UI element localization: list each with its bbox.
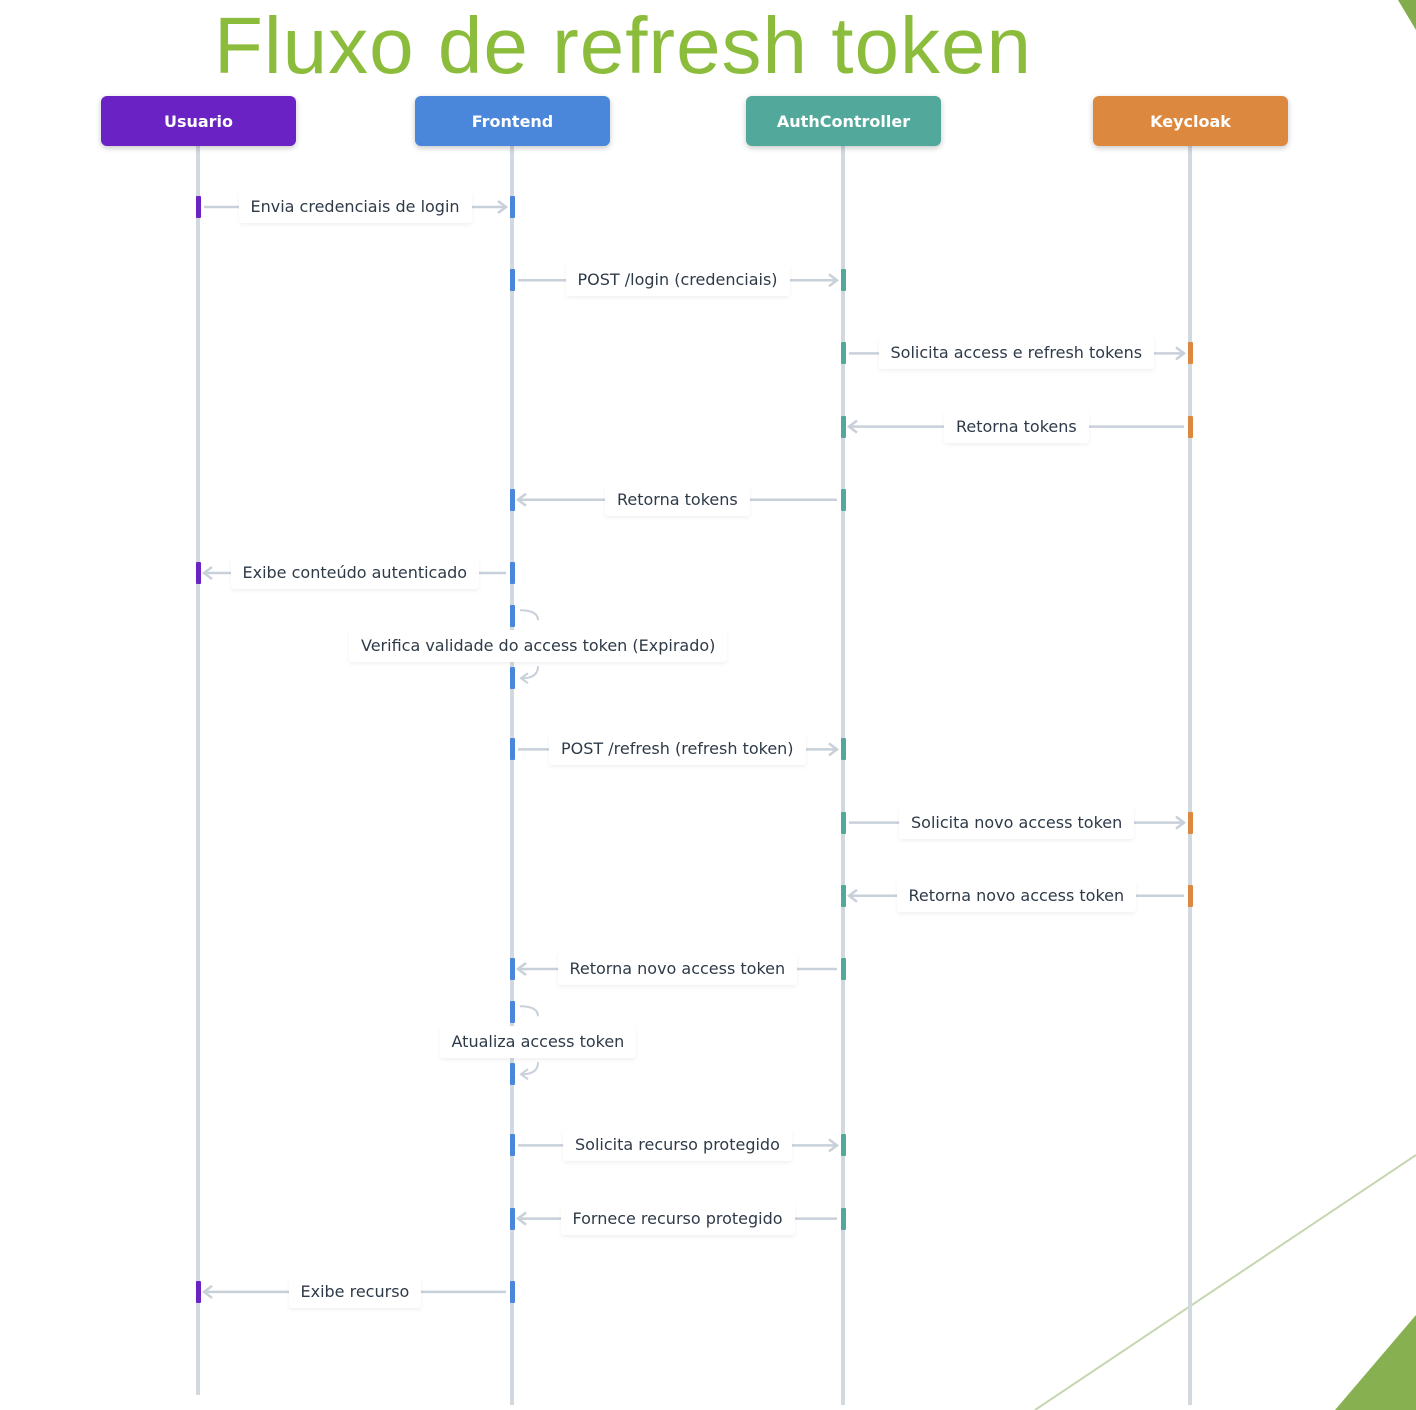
- arrow-head-9: [1175, 815, 1187, 830]
- message-label-8: POST /refresh (refresh token): [549, 733, 806, 766]
- activation-frontend-2-from: [509, 269, 515, 292]
- activation-frontend-14-to: [509, 1207, 515, 1230]
- activation-frontend-7-end: [509, 667, 515, 690]
- message-label-3: Solicita access e refresh tokens: [878, 337, 1155, 370]
- self-arrow-top-12: [519, 1005, 539, 1017]
- activation-frontend-1-to: [509, 196, 515, 218]
- activation-authcontroller-2-to: [840, 269, 846, 292]
- activation-usuario-1-from: [195, 196, 201, 218]
- actor-authcontroller: AuthController: [746, 96, 941, 146]
- message-label-2: POST /login (credenciais): [565, 264, 790, 297]
- arrow-head-8: [828, 742, 840, 757]
- message-label-1: Envia credenciais de login: [238, 191, 472, 223]
- activation-keycloak-9-to: [1187, 811, 1193, 834]
- self-arrow-head-7: [519, 672, 529, 685]
- activation-frontend-8-from: [509, 738, 515, 761]
- actor-frontend: Frontend: [415, 96, 610, 146]
- actor-keycloak: Keycloak: [1093, 96, 1288, 146]
- message-label-15: Exibe recurso: [288, 1275, 422, 1308]
- activation-authcontroller-10-to: [840, 884, 846, 907]
- activation-frontend-12-end: [509, 1063, 515, 1086]
- activation-usuario-15-to: [195, 1280, 201, 1303]
- arrow-head-14: [515, 1211, 527, 1226]
- activation-authcontroller-8-to: [840, 738, 846, 761]
- activation-frontend-15-from: [509, 1280, 515, 1303]
- activation-authcontroller-9-from: [840, 811, 846, 834]
- arrow-head-5: [515, 492, 527, 507]
- arrow-head-10: [846, 888, 858, 903]
- message-label-9: Solicita novo access token: [899, 806, 1135, 839]
- actor-usuario: Usuario: [101, 96, 296, 146]
- arrow-head-13: [828, 1138, 840, 1153]
- self-arrow-bottom-12: [521, 1062, 539, 1076]
- message-label-7: Verifica validade do access token (Expir…: [349, 630, 728, 663]
- message-label-14: Fornece recurso protegido: [560, 1202, 795, 1235]
- activation-frontend-5-to: [509, 488, 515, 511]
- activation-frontend-12-start: [509, 1001, 515, 1024]
- activation-keycloak-3-to: [1187, 342, 1193, 365]
- message-label-6: Exibe conteúdo autenticado: [230, 557, 480, 589]
- lifeline-frontend: [510, 145, 514, 1405]
- message-label-13: Solicita recurso protegido: [563, 1129, 792, 1162]
- lifeline-keycloak: [1188, 145, 1192, 1405]
- self-arrow-top-7: [519, 609, 539, 621]
- activation-frontend-7-start: [509, 605, 515, 628]
- arrow-head-3: [1175, 346, 1187, 361]
- diagram-title: Fluxo de refresh token: [214, 1, 1032, 90]
- arrow-head-11: [515, 962, 527, 977]
- message-label-11: Retorna novo access token: [557, 953, 798, 985]
- message-label-4: Retorna tokens: [944, 410, 1089, 443]
- activation-authcontroller-4-to: [840, 415, 846, 438]
- activation-frontend-11-to: [509, 958, 515, 980]
- arrow-head-4: [846, 419, 858, 434]
- activation-frontend-6-from: [509, 562, 515, 584]
- activation-authcontroller-5-from: [840, 488, 846, 511]
- self-arrow-bottom-7: [521, 666, 539, 680]
- activation-authcontroller-13-to: [840, 1134, 846, 1157]
- activation-usuario-6-to: [195, 562, 201, 584]
- arrow-head-6: [201, 566, 213, 580]
- lifeline-usuario: [196, 145, 200, 1395]
- arrow-head-2: [828, 273, 840, 288]
- activation-authcontroller-11-from: [840, 958, 846, 980]
- arrow-head-15: [201, 1284, 213, 1299]
- activation-frontend-13-from: [509, 1134, 515, 1157]
- activation-authcontroller-3-from: [840, 342, 846, 365]
- activation-keycloak-10-from: [1187, 884, 1193, 907]
- message-label-12: Atualiza access token: [439, 1026, 637, 1059]
- arrow-head-1: [497, 200, 509, 214]
- message-label-5: Retorna tokens: [605, 483, 750, 516]
- lifeline-authcontroller: [841, 145, 845, 1405]
- activation-keycloak-4-from: [1187, 415, 1193, 438]
- activation-authcontroller-14-from: [840, 1207, 846, 1230]
- message-label-10: Retorna novo access token: [896, 879, 1137, 912]
- self-arrow-head-12: [519, 1068, 529, 1081]
